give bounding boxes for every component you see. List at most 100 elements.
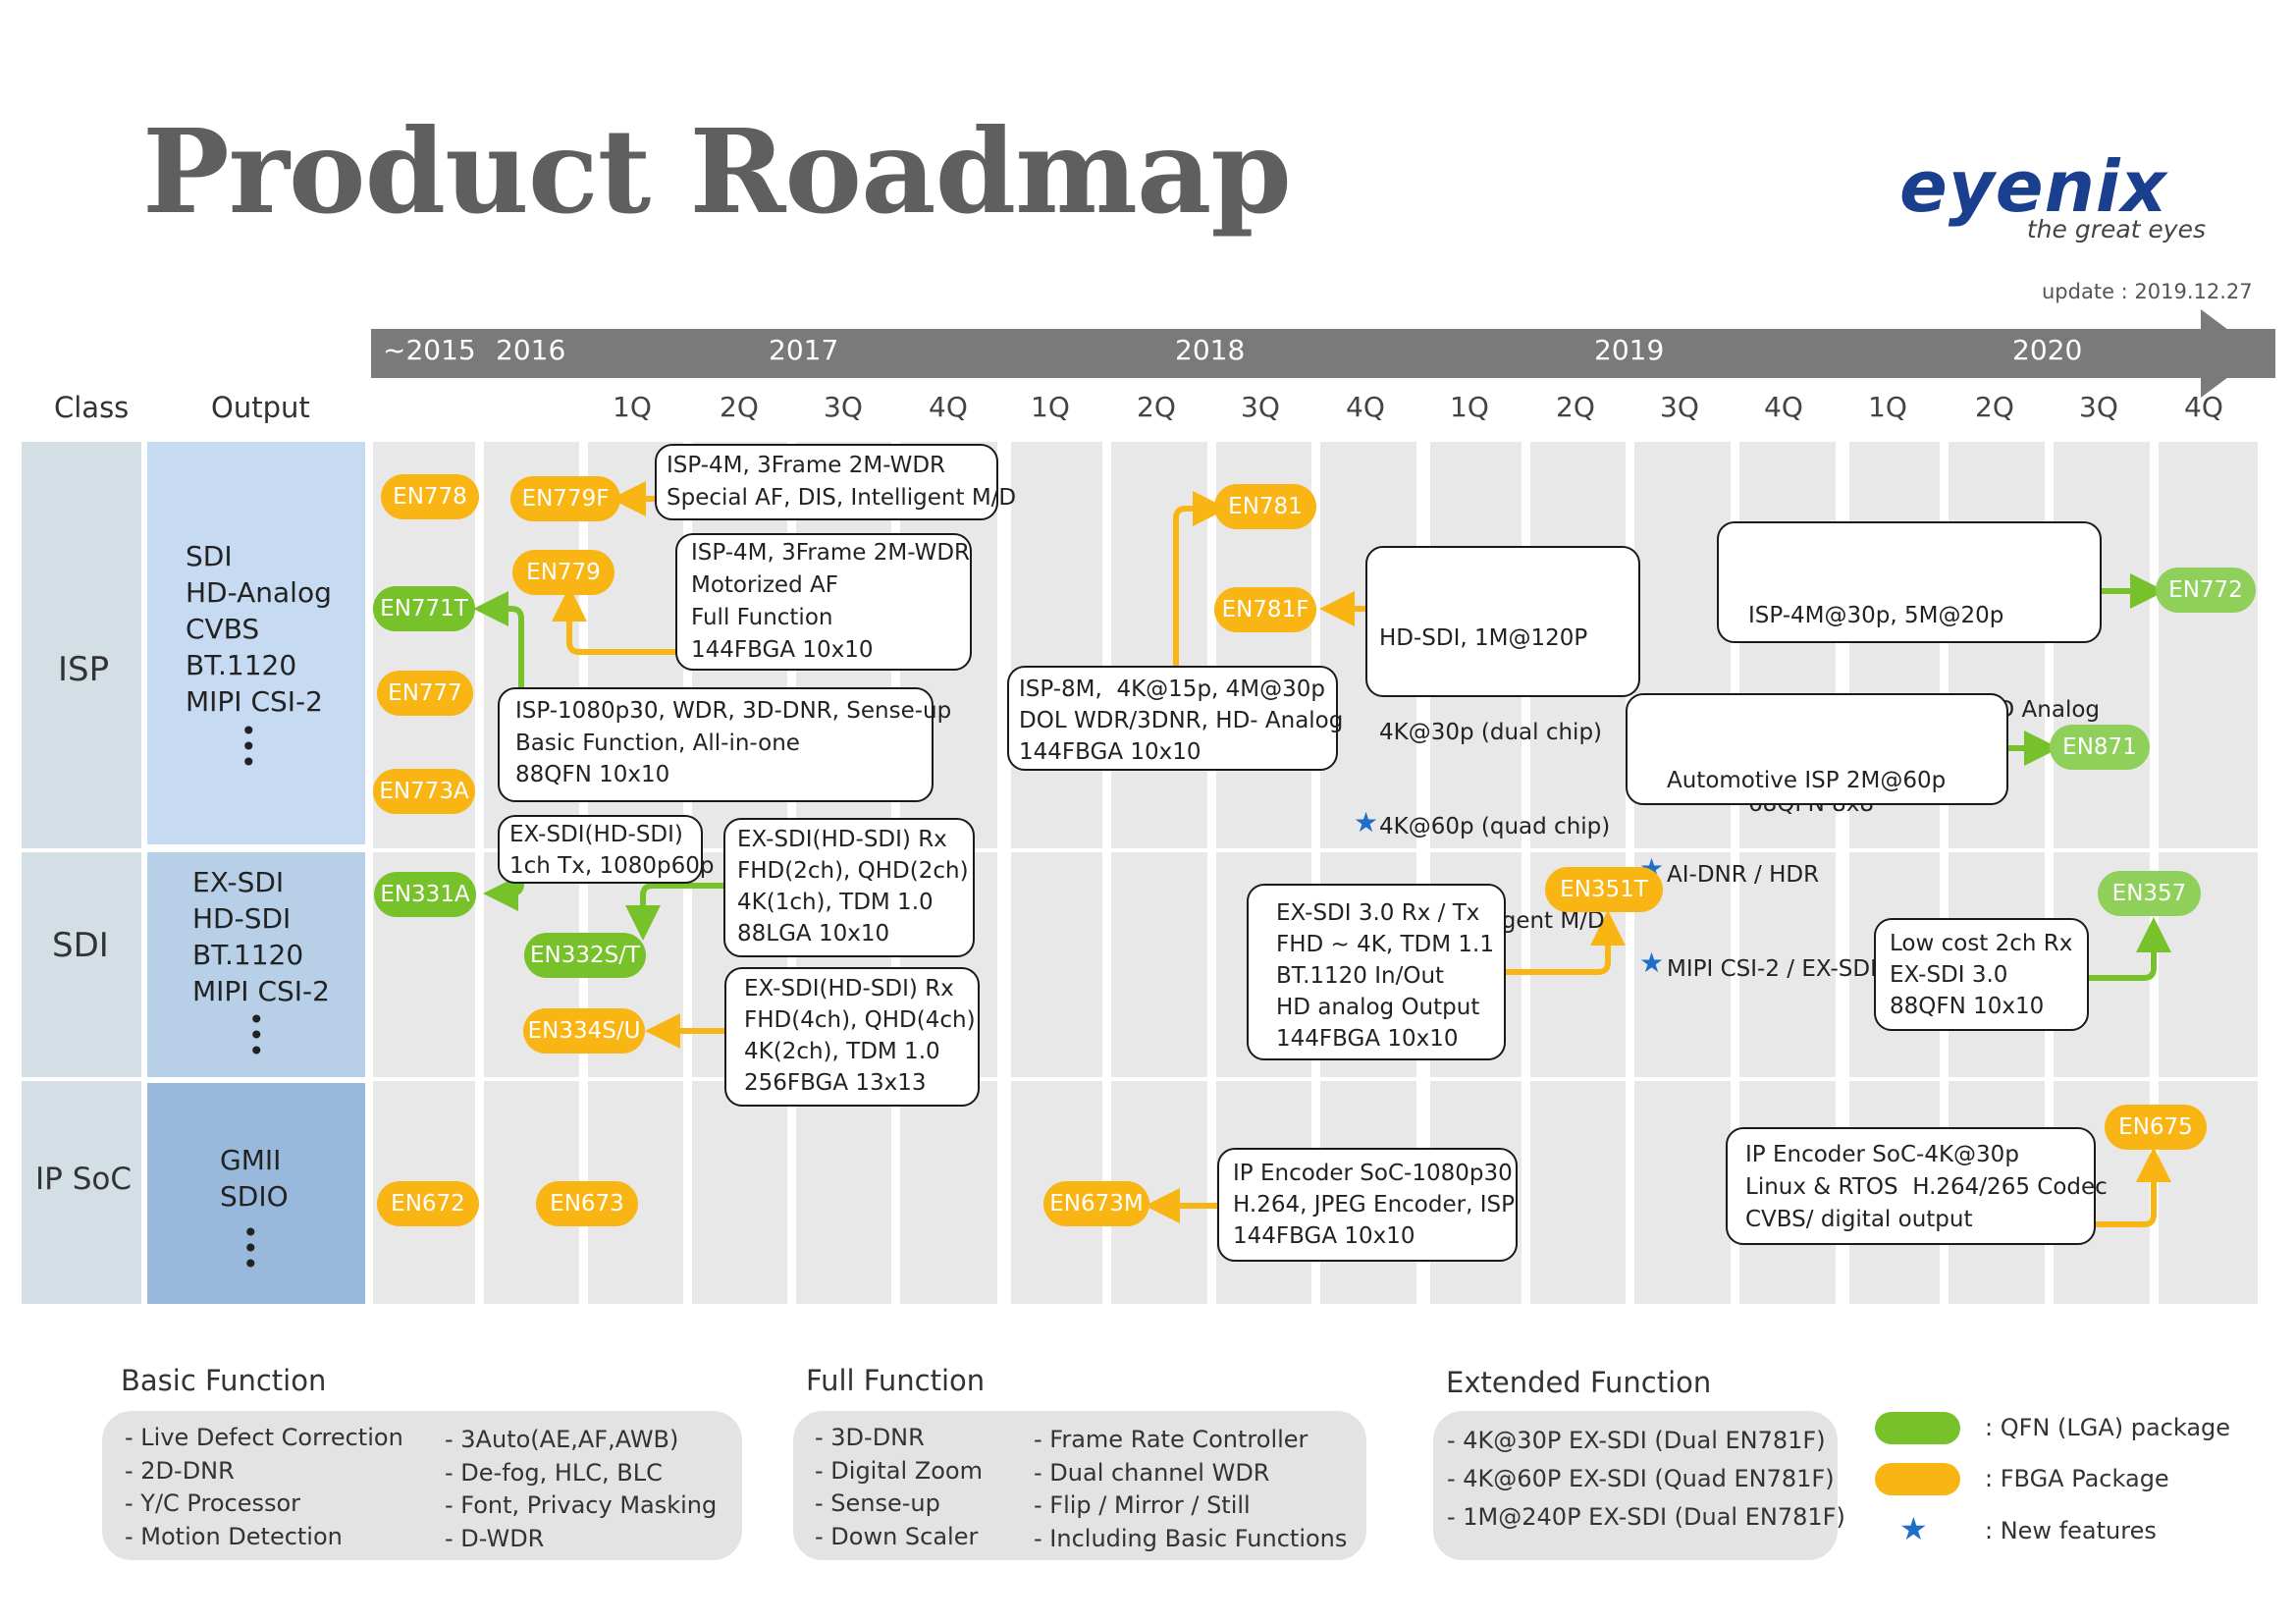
year-label: 2017 — [769, 334, 839, 366]
quarter-label: 2Q — [1137, 391, 1176, 423]
quarter-label: 3Q — [1241, 391, 1280, 423]
quarter-label: 3Q — [824, 391, 863, 423]
quarter-label: 2Q — [1556, 391, 1595, 423]
legend-box-extended — [1433, 1411, 1838, 1560]
quarter-label: 1Q — [1450, 391, 1489, 423]
eyenix-logo: eyenix the great eyes — [1899, 151, 2223, 244]
class-cell-sdi — [22, 852, 141, 1077]
output-header: Output — [211, 391, 310, 424]
quarter-label: 1Q — [613, 391, 652, 423]
star-icon: ★ — [1639, 947, 1665, 979]
legend-item: - Down Scaler — [815, 1522, 979, 1550]
legend-item: - Y/C Processor — [125, 1489, 301, 1517]
arrow-675 — [2094, 1147, 2171, 1227]
feature-box-en673m: IP Encoder SoC-1080p30 H.264, JPEG Encod… — [1217, 1148, 1518, 1262]
chip-en771t[interactable]: EN771T — [373, 586, 475, 631]
output-cell-sdi — [147, 852, 365, 1077]
legend-item: - Live Defect Correction — [125, 1424, 403, 1451]
quarter-label: 1Q — [1031, 391, 1070, 423]
chip-en357[interactable]: EN357 — [2098, 871, 2201, 916]
legend-item: - De-fog, HLC, BLC — [445, 1458, 663, 1487]
legend-list-extended: - 4K@30P EX-SDI (Dual EN781F) - 4K@60P E… — [1447, 1422, 1845, 1537]
grid-separator — [1522, 442, 1530, 1304]
arrow-771t — [473, 591, 524, 687]
output-cell-isp — [147, 442, 365, 844]
legend-item: - Font, Privacy Masking — [445, 1491, 718, 1519]
legend-list-full-col1: - 3D-DNR - Digital Zoom - Sense-up - Dow… — [815, 1422, 983, 1553]
legend-item: - D-WDR — [445, 1524, 545, 1552]
legend-item: - 2D-DNR — [125, 1456, 235, 1485]
legend-item: - Frame Rate Controller — [1034, 1426, 1308, 1453]
feature-line: ISP-4M@30p, 5M@20p — [1748, 603, 2004, 628]
feature-box-en779: ISP-4M, 3Frame 2M-WDR Motorized AF Full … — [675, 533, 972, 671]
legend-item: - Motion Detection — [125, 1522, 343, 1550]
row-separator — [373, 848, 2258, 852]
feature-box-en357: Low cost 2ch Rx EX-SDI 3.0 88QFN 10x10 — [1874, 918, 2089, 1031]
quarter-label: 4Q — [1346, 391, 1385, 423]
grid-separator — [2045, 442, 2054, 1304]
legend-item: - 3D-DNR — [815, 1424, 925, 1451]
chip-en772[interactable]: EN772 — [2156, 568, 2256, 613]
chip-en351t[interactable]: EN351T — [1545, 867, 1663, 912]
year-label: 2020 — [2012, 334, 2083, 366]
row-separator — [373, 1077, 2258, 1081]
chip-en781f[interactable]: EN781F — [1214, 587, 1316, 632]
chip-en871[interactable]: EN871 — [2050, 725, 2150, 770]
grid-separator — [1207, 442, 1216, 1304]
chip-en673[interactable]: EN673 — [536, 1181, 638, 1226]
chip-en781[interactable]: EN781 — [1214, 484, 1316, 529]
chip-en332st[interactable]: EN332S/T — [524, 933, 646, 978]
feature-line: 4K@60p (quad chip) — [1379, 814, 1611, 839]
quarter-label: 1Q — [1868, 391, 1907, 423]
legend-list-full-col2: - Frame Rate Controller - Dual channel W… — [1034, 1424, 1347, 1555]
chip-en672[interactable]: EN672 — [377, 1181, 479, 1226]
arrow-351 — [1505, 910, 1626, 975]
class-cell-ipsoc — [22, 1081, 141, 1304]
chip-en773a[interactable]: EN773A — [373, 769, 475, 814]
chip-en675[interactable]: EN675 — [2105, 1105, 2207, 1150]
chip-en778[interactable]: EN778 — [381, 474, 479, 519]
legend-title-basic: Basic Function — [121, 1364, 327, 1397]
grid-separator — [997, 442, 1011, 1304]
quarter-label: 4Q — [929, 391, 968, 423]
chip-en334su[interactable]: EN334S/U — [523, 1008, 645, 1054]
feature-box-en772: ISP-4M@30p, 5M@20p ★MIPI CSI-2 / EX-SDI … — [1717, 521, 2102, 817]
feature-box-en331a: EX-SDI(HD-SDI) 1ch Tx, 1080p60p — [498, 815, 714, 884]
page-title: Product Roadmap — [142, 103, 1292, 240]
grid-separator — [1940, 442, 1949, 1304]
chip-en777[interactable]: EN777 — [377, 671, 473, 716]
feature-line: AI-DNR / HDR — [1667, 862, 1820, 888]
legend-list-basic-col1: - Live Defect Correction - 2D-DNR - Y/C … — [125, 1422, 403, 1553]
legend-item: - Dual channel WDR — [1034, 1458, 1270, 1487]
legend-item: - Digital Zoom — [815, 1456, 983, 1485]
output-list-isp: SDI HD-Analog CVBS BT.1120 MIPI CSI-2 — [186, 540, 332, 718]
arrow-357 — [2089, 917, 2171, 981]
legend-box-basic — [102, 1411, 742, 1560]
legend-item: - Flip / Mirror / Still — [1034, 1491, 1251, 1519]
fbga-swatch — [1875, 1463, 1960, 1495]
quarter-label: 4Q — [2184, 391, 2223, 423]
class-header: Class — [54, 391, 130, 424]
feature-box-en781f: HD-SDI, 1M@120P 4K@30p (dual chip) ★4K@6… — [1354, 546, 1640, 934]
chip-en779[interactable]: EN779 — [512, 550, 614, 595]
more-dots-icon: ••• — [240, 715, 257, 779]
chip-en673m[interactable]: EN673M — [1043, 1181, 1149, 1226]
chip-en779f[interactable]: EN779F — [510, 476, 620, 521]
legend-item: - Including Basic Functions — [1034, 1524, 1348, 1552]
legend-item: - 3Auto(AE,AF,AWB) — [445, 1426, 679, 1453]
class-label-isp: ISP — [58, 650, 110, 689]
feature-line: Automotive ISP 2M@60p — [1667, 768, 1947, 793]
year-label: 2016 — [496, 334, 566, 366]
feature-box-en871: Automotive ISP 2M@60p ★AI-DNR / HDR ★MIP… — [1626, 693, 2018, 982]
legend-item: - 1M@240P EX-SDI (Dual EN781F) — [1447, 1503, 1845, 1531]
feature-box-en675: IP Encoder SoC-4K@30p Linux & RTOS H.264… — [1726, 1127, 2108, 1245]
chip-en331a[interactable]: EN331A — [374, 872, 476, 917]
more-dots-icon: ••• — [242, 1217, 259, 1280]
legend-box-full — [793, 1411, 1366, 1560]
logo-tagline: the great eyes — [2026, 215, 2206, 244]
arrow-332 — [625, 883, 726, 941]
feature-line: 4K@30p (dual chip) — [1379, 720, 1603, 745]
output-list-ipsoc: GMII SDIO — [220, 1144, 289, 1213]
legend-item: - Sense-up — [815, 1489, 940, 1517]
output-cell-ipsoc — [147, 1083, 365, 1304]
